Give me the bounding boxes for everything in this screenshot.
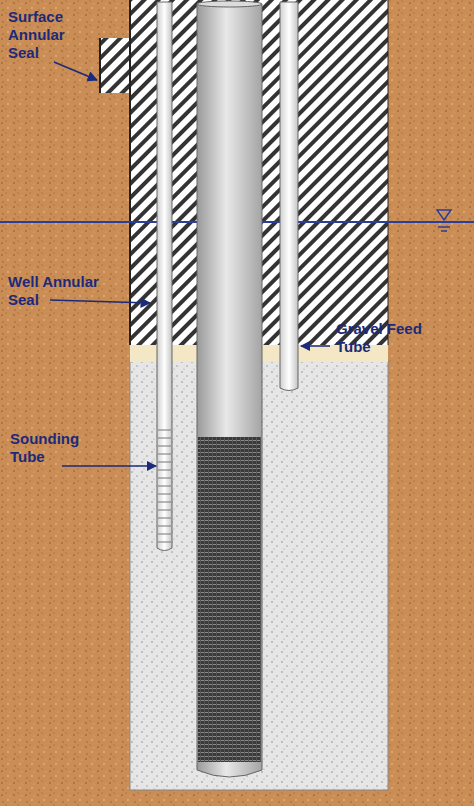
- callout-label: Surface Annular Seal: [8, 8, 86, 62]
- callout-label: Well Annular Seal: [8, 273, 108, 309]
- callout-label: Sounding Tube: [10, 430, 100, 466]
- callout-label: Gravel Feed Tube: [336, 320, 446, 356]
